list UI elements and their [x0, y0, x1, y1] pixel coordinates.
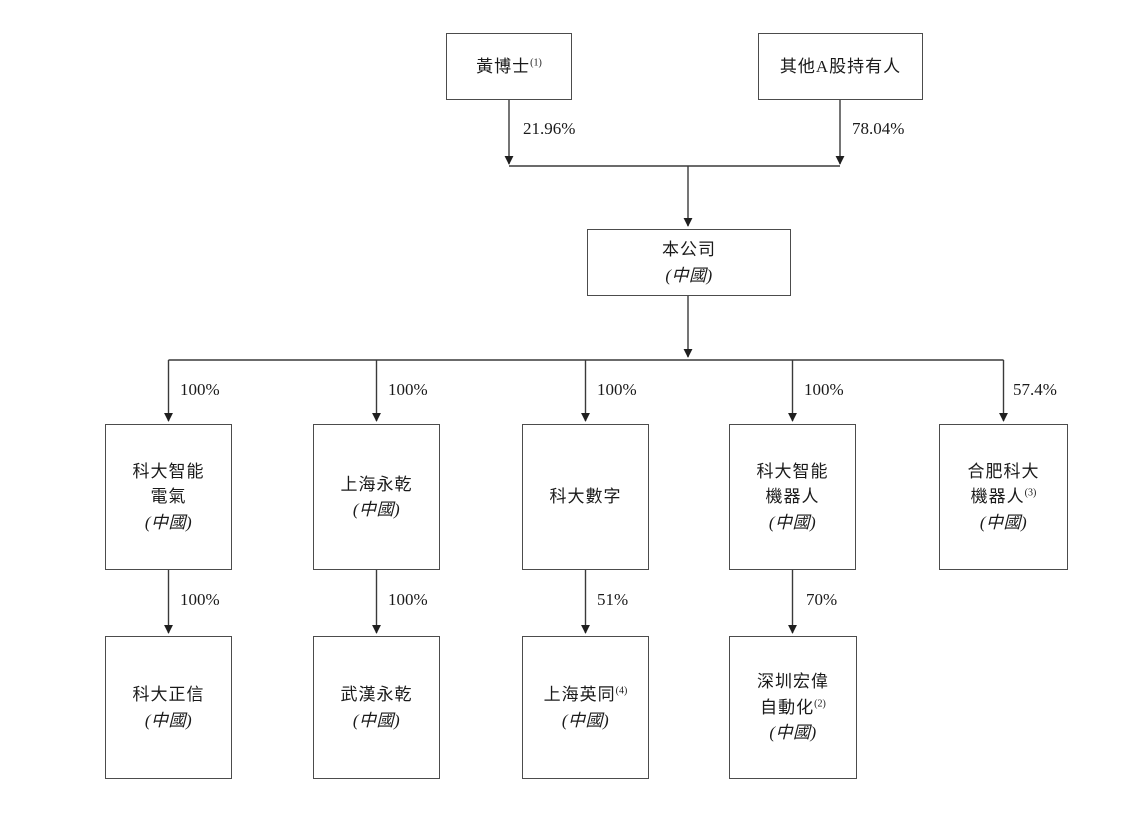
- node-label: 自動化(2): [760, 697, 826, 717]
- node-hefei-keda-jiqiren: 合肥科大 機器人(3) (中國): [939, 424, 1068, 570]
- node-label: 上海永乾: [340, 474, 413, 494]
- node-label: 科大智能: [756, 461, 829, 481]
- node-region: (中國): [561, 710, 610, 730]
- node-label: 武漢永乾: [340, 685, 413, 704]
- node-label: 其他A股持有人: [779, 56, 902, 76]
- node-region: (中國): [352, 500, 401, 519]
- footnote-ref: (1): [530, 57, 542, 69]
- node-label: 深圳宏偉: [757, 672, 829, 692]
- node-keda-zhengxin: 科大正信 (中國): [105, 636, 232, 779]
- node-region: (中國): [144, 710, 193, 730]
- node-keda-zhineng-dianqi: 科大智能 電氣 (中國): [105, 424, 232, 570]
- pct-other-a: 78.04%: [852, 119, 905, 138]
- pct-l1-4: 57.4%: [1013, 380, 1057, 399]
- node-other-a-shareholders: 其他A股持有人: [758, 33, 923, 100]
- node-label: 科大正信: [132, 685, 205, 704]
- footnote-ref: (4): [615, 685, 628, 697]
- pct-l2-0: 100%: [180, 590, 220, 609]
- node-region: (中國): [979, 512, 1028, 532]
- pct-l2-1: 100%: [388, 590, 428, 609]
- footnote-ref: (3): [1024, 487, 1037, 499]
- node-region: (中國): [768, 512, 817, 532]
- node-huang-boshi: 黃博士(1): [446, 33, 572, 100]
- node-keda-shuzi: 科大數字: [522, 424, 649, 570]
- node-label: 合肥科大: [967, 461, 1040, 481]
- node-shanghai-yingtong: 上海英同(4) (中國): [522, 636, 649, 779]
- pct-huang: 21.96%: [523, 119, 576, 138]
- node-region: (中國): [769, 723, 817, 743]
- footnote-ref: (2): [814, 698, 826, 710]
- node-shenzhen-hongwei-zidonghua: 深圳宏偉 自動化(2) (中國): [729, 636, 857, 779]
- node-label: 本公司: [662, 240, 716, 259]
- node-region: (中國): [665, 265, 713, 285]
- node-label: 機器人: [765, 487, 820, 507]
- node-label: 電氣: [150, 487, 187, 507]
- node-wuhan-yongqian: 武漢永乾 (中國): [313, 636, 440, 779]
- node-label: 科大數字: [549, 487, 622, 507]
- pct-l1-1: 100%: [388, 380, 428, 399]
- node-shanghai-yongqian: 上海永乾 (中國): [313, 424, 440, 570]
- node-label: 黃博士(1): [476, 56, 542, 76]
- node-label: 機器人(3): [970, 487, 1037, 507]
- node-region: (中國): [144, 512, 193, 532]
- pct-l2-2: 51%: [597, 590, 629, 609]
- node-region: (中國): [352, 710, 401, 730]
- node-label: 科大智能: [132, 461, 205, 481]
- node-keda-zhineng-jiqiren: 科大智能 機器人 (中國): [729, 424, 856, 570]
- node-label: 上海英同(4): [543, 685, 628, 704]
- pct-l1-3: 100%: [804, 380, 844, 399]
- pct-l1-0: 100%: [180, 380, 220, 399]
- pct-l1-2: 100%: [597, 380, 637, 399]
- node-company: 本公司 (中國): [587, 229, 791, 296]
- pct-l2-3: 70%: [806, 590, 838, 609]
